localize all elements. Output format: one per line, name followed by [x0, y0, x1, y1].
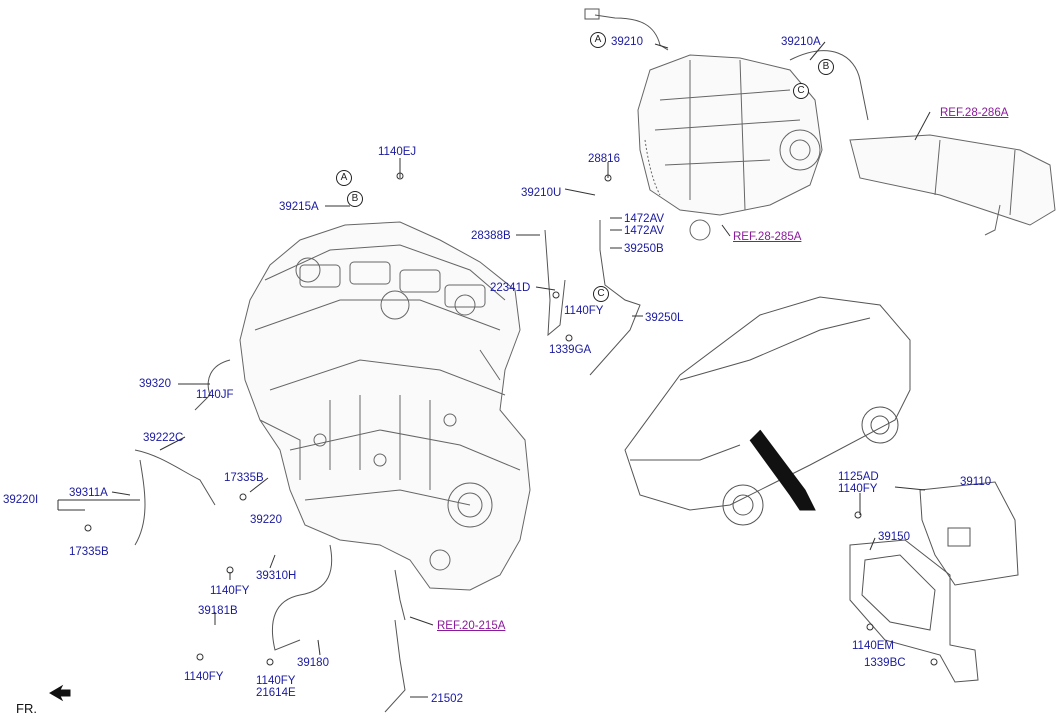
part-number-label[interactable]: 1472AV — [624, 225, 665, 237]
part-number-label[interactable]: 1140FY — [184, 671, 224, 683]
part-number-label[interactable]: 1140EJ — [378, 146, 417, 158]
vehicle-outline — [624, 296, 911, 526]
part-number-label[interactable]: 39250L — [645, 312, 684, 324]
part-number-label[interactable]: 1140EM — [852, 640, 894, 652]
part-number-label[interactable]: 39150 — [878, 531, 910, 543]
part-number-label[interactable]: 1140FY — [838, 483, 878, 495]
callout-marker: A — [336, 170, 352, 186]
engine-block — [239, 221, 531, 591]
part-number-label[interactable]: 39220I — [3, 494, 39, 506]
leader-lines — [57, 41, 931, 698]
callout-marker: A — [590, 32, 606, 48]
part-number-label[interactable]: 17335B — [69, 546, 109, 558]
fr-arrow — [49, 684, 71, 702]
part-number-label[interactable]: 39320 — [139, 378, 171, 390]
reference-link[interactable]: REF.28-286A — [940, 107, 1009, 119]
part-number-label[interactable]: 39220 — [250, 514, 282, 526]
fasteners — [84, 172, 938, 666]
part-number-label[interactable]: 39110 — [960, 476, 992, 488]
part-number-label[interactable]: 39250B — [624, 243, 664, 255]
part-number-label[interactable]: 22341D — [490, 282, 531, 294]
part-number-label[interactable]: 39222C — [143, 432, 184, 444]
part-number-label[interactable]: 1140FY — [256, 675, 296, 687]
part-number-label[interactable]: 39210A — [781, 36, 821, 48]
part-number-label[interactable]: 28816 — [588, 153, 620, 165]
turbo-assembly — [637, 54, 823, 241]
part-number-label[interactable]: 39210U — [521, 187, 562, 199]
part-number-label[interactable]: 1339BC — [864, 657, 906, 669]
part-number-label[interactable]: 21614E — [256, 687, 296, 699]
part-number-label[interactable]: 1140JF — [196, 389, 234, 401]
callout-marker: C — [793, 83, 809, 99]
part-number-label[interactable]: 1125AD — [838, 471, 879, 483]
part-number-label[interactable]: 28388B — [471, 230, 511, 242]
part-number-label[interactable]: 39310H — [256, 570, 297, 582]
front-direction-label: FR. — [16, 701, 37, 716]
part-number-label[interactable]: 39311A — [69, 487, 108, 499]
part-number-label[interactable]: 21502 — [431, 693, 463, 705]
part-number-label[interactable]: 39180 — [297, 657, 329, 669]
callout-marker: B — [347, 191, 363, 207]
exhaust-pipe — [849, 134, 1056, 236]
reference-link[interactable]: REF.20-215A — [437, 620, 506, 632]
part-number-label[interactable]: 39215A — [279, 201, 319, 213]
part-number-label[interactable]: 1472AV — [624, 213, 665, 225]
callout-marker: C — [593, 286, 609, 302]
part-number-label[interactable]: 1140FY — [564, 305, 604, 317]
part-number-label[interactable]: 1140FY — [210, 585, 250, 597]
reference-link[interactable]: REF.28-285A — [733, 231, 802, 243]
part-number-label[interactable]: 39181B — [198, 605, 238, 617]
callout-marker: B — [818, 59, 834, 75]
part-number-label[interactable]: 39210 — [611, 36, 643, 48]
part-number-label[interactable]: 17335B — [224, 472, 264, 484]
ecu-assembly — [849, 481, 1019, 683]
part-number-label[interactable]: 1339GA — [549, 344, 592, 356]
wiring-harness — [134, 8, 869, 713]
